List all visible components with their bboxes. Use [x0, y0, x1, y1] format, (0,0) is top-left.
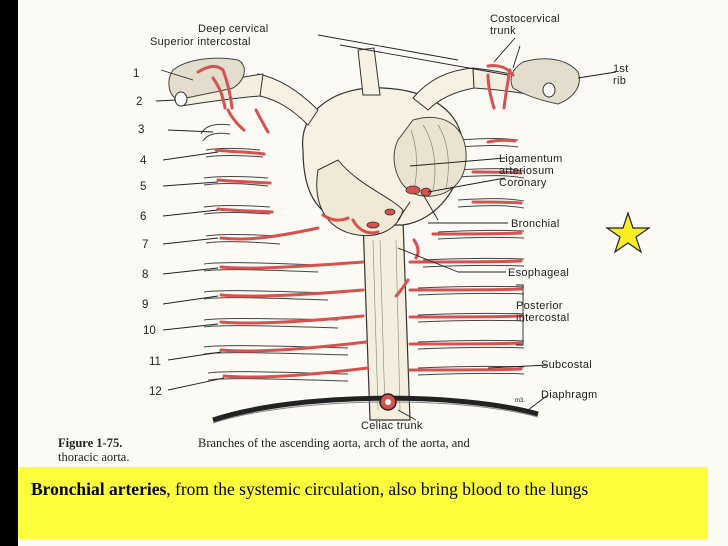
- label-subcostal: Subcostal: [541, 359, 592, 371]
- left-ribs: [200, 123, 349, 382]
- bronchial-arteries: [366, 185, 432, 229]
- figure-number: Figure 1-75.: [58, 436, 122, 450]
- rib-number-11: 11: [149, 356, 161, 368]
- label-first-rib: 1st: [613, 63, 629, 75]
- label-coronary: Coronary: [499, 177, 547, 189]
- label-first-rib-rib: rib: [613, 75, 626, 87]
- rib-number-9: 9: [142, 299, 148, 311]
- right-ribs: [417, 138, 525, 376]
- label-intercostal: intercostal: [516, 312, 569, 324]
- label-esophageal: Esophageal: [508, 267, 569, 279]
- rib-number-7: 7: [142, 239, 148, 251]
- rib-number-3: 3: [138, 124, 144, 136]
- callout-box: Bronchial arteries, from the systemic ci…: [18, 467, 708, 539]
- artist-mark: m3.: [515, 398, 525, 404]
- label-deep-cervical: Deep cervical: [198, 23, 269, 35]
- rib-number-1: 1: [133, 68, 139, 80]
- rib-number-12: 12: [149, 386, 162, 398]
- brachiocephalic-trunk: [257, 73, 319, 126]
- callout-text: , from the systemic circulation, also br…: [166, 479, 589, 499]
- rib-number-10: 10: [143, 325, 156, 337]
- arteries-red: [196, 64, 523, 379]
- callout-bold: Bronchial arteries: [31, 479, 167, 499]
- ascending-aorta: [316, 159, 404, 237]
- label-arteriosum: arteriosum: [499, 165, 554, 177]
- star-icon: [605, 211, 651, 254]
- figure-caption-line1: Branches of the ascending aorta, arch of…: [198, 436, 471, 450]
- leader-lines: [155, 34, 617, 421]
- rib-number-4: 4: [140, 155, 147, 167]
- rib-numbers: 1 2 3 4 5 6 7 8 9 10 11 12: [133, 68, 162, 398]
- label-posterior: Posterior: [516, 300, 563, 312]
- diaphragm: [212, 395, 539, 423]
- label-costocervical-trunk: trunk: [490, 25, 516, 37]
- label-bronchial: Bronchial: [511, 218, 560, 230]
- label-ligamentum: Ligamentum: [499, 153, 563, 165]
- label-celiac-trunk: Celiac trunk: [361, 420, 423, 432]
- left-subclavian: [412, 67, 475, 111]
- label-costocervical: Costocervical: [490, 13, 560, 25]
- label-superior-intercostal: Superior intercostal: [150, 36, 251, 48]
- slide: m3. Deep cervical Superior intercostal C: [18, 0, 728, 546]
- rib-number-6: 6: [140, 211, 146, 223]
- aorta-shading: [372, 239, 401, 411]
- aorta-diagram: m3. Deep cervical Superior intercostal C: [58, 13, 651, 464]
- figure-caption-line2: thoracic aorta.: [58, 450, 129, 464]
- left-common-carotid: [357, 47, 381, 96]
- rib-number-8: 8: [142, 269, 148, 281]
- label-diaphragm: Diaphragm: [541, 389, 598, 401]
- first-rib-left: [168, 57, 245, 101]
- rib-number-2: 2: [136, 96, 142, 108]
- rib-number-5: 5: [140, 181, 146, 193]
- first-rib-right: [510, 58, 580, 105]
